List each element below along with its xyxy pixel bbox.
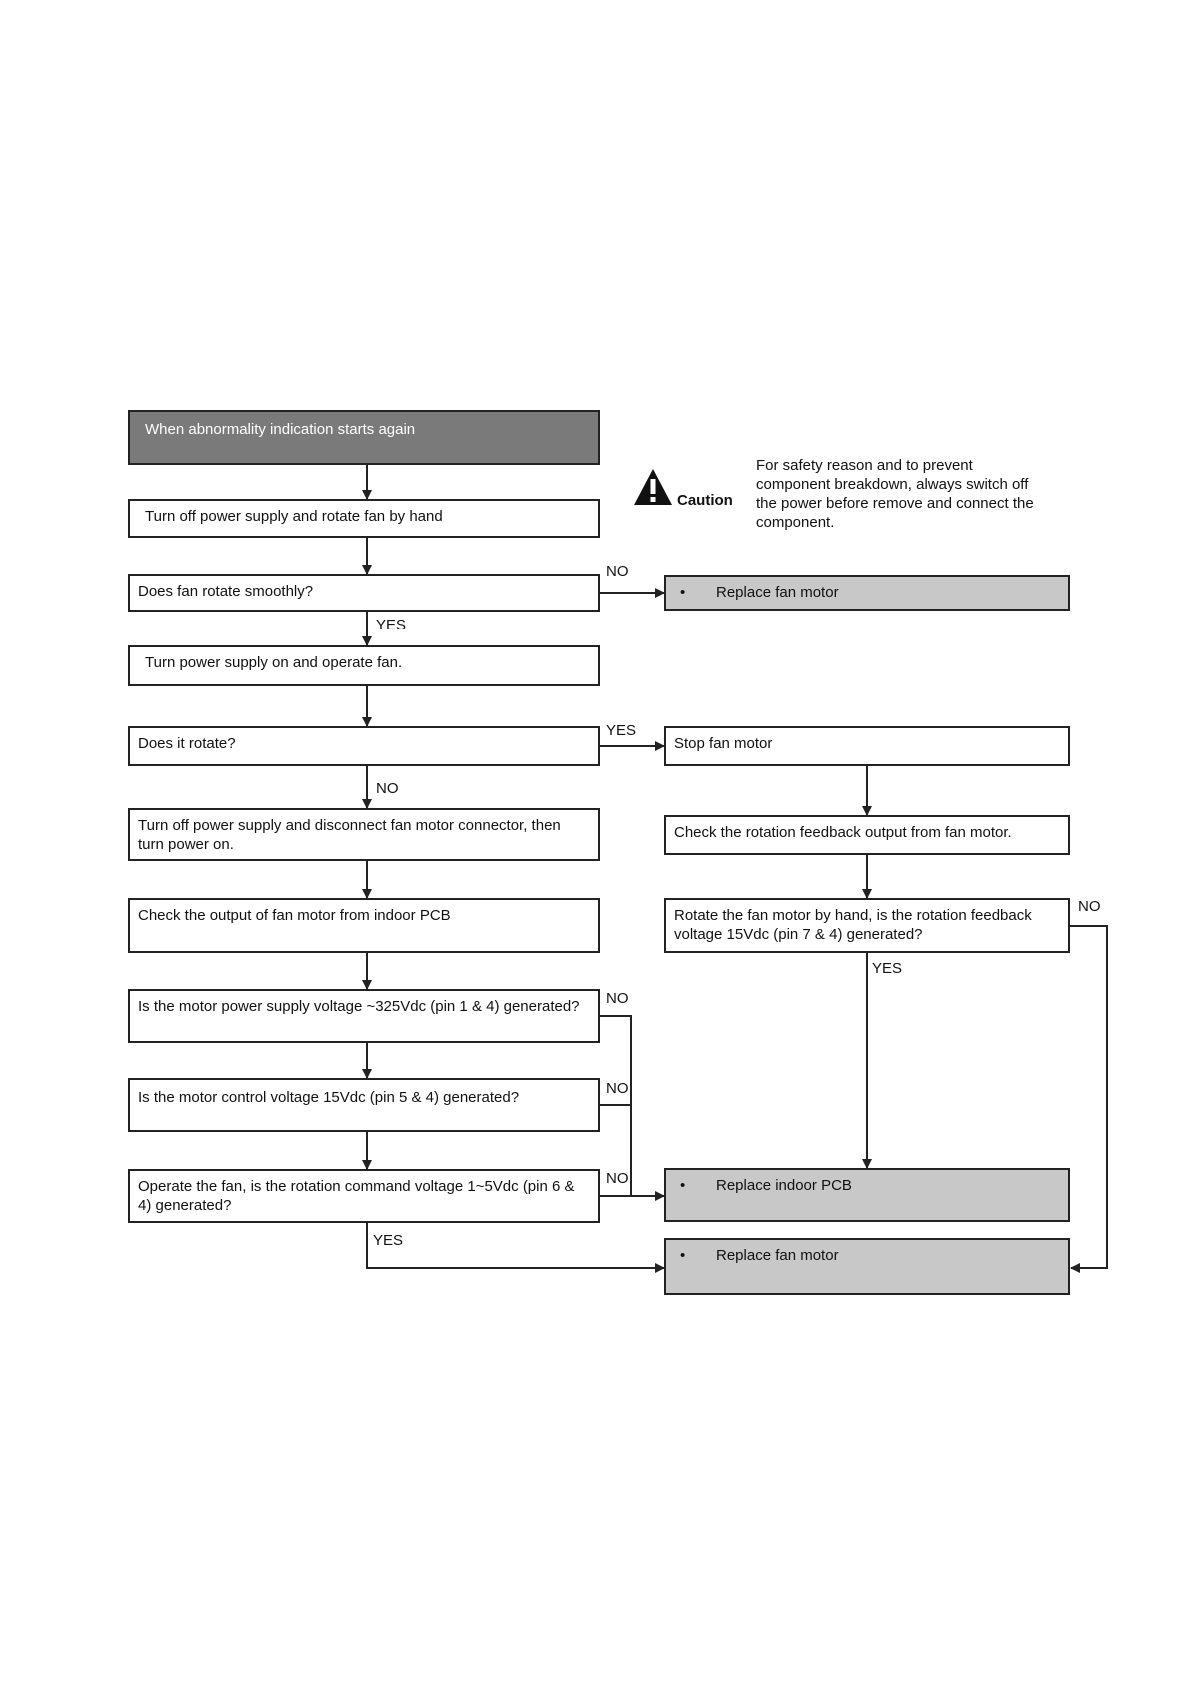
- decision-command-voltage: Operate the fan, is the rotation command…: [128, 1169, 600, 1223]
- step-power-on-operate: Turn power supply on and operate fan.: [128, 645, 600, 686]
- decision-does-it-rotate-text: Does it rotate?: [138, 735, 236, 752]
- step-power-on-operate-text: Turn power supply on and operate fan.: [145, 654, 403, 671]
- decision-rotate-smoothly: Does fan rotate smoothly?: [128, 574, 600, 612]
- label-no-q1: NO: [606, 563, 629, 580]
- label-yes-q5: YES: [373, 1232, 404, 1249]
- result-replace-fan-motor-bottom: • Replace fan motor: [664, 1238, 1070, 1295]
- decision-control-voltage: Is the motor control voltage 15Vdc (pin …: [128, 1078, 600, 1132]
- label-no-rq: NO: [1078, 898, 1101, 915]
- decision-feedback-voltage: Rotate the fan motor by hand, is the rot…: [664, 898, 1070, 953]
- label-yes-rq: YES: [872, 960, 903, 977]
- step-power-off-rotate: Turn off power supply and rotate fan by …: [128, 499, 600, 538]
- step-stop-fan-motor-text: Stop fan motor: [674, 735, 773, 752]
- arrow-q5-yes-to-motor: [366, 1223, 665, 1273]
- connector-q3-no: [600, 1015, 632, 1196]
- label-no-q4: NO: [606, 1080, 629, 1097]
- result-replace-fan-motor-top: • Replace fan motor: [664, 575, 1070, 611]
- caution-label: Caution: [677, 492, 733, 509]
- step-stop-fan-motor: Stop fan motor: [664, 726, 1070, 766]
- result-replace-fan-motor-bottom-text: Replace fan motor: [716, 1247, 839, 1264]
- step-check-pcb-output-text: Check the output of fan motor from indoo…: [138, 907, 451, 924]
- start-box: When abnormality indication starts again: [128, 410, 600, 465]
- decision-does-it-rotate: Does it rotate?: [128, 726, 600, 766]
- label-no-q2: NO: [376, 780, 399, 797]
- decision-power-supply-voltage: Is the motor power supply voltage ~325Vd…: [128, 989, 600, 1043]
- bullet-marker: •: [680, 584, 686, 601]
- label-yes-q1: YES: [376, 618, 407, 629]
- step-disconnect-connector-text: Turn off power supply and disconnect fan…: [138, 817, 561, 853]
- decision-command-voltage-text: Operate the fan, is the rotation command…: [138, 1178, 575, 1214]
- start-text: When abnormality indication starts again: [145, 421, 416, 438]
- label-no-q5: NO: [606, 1170, 629, 1187]
- decision-control-voltage-text: Is the motor control voltage 15Vdc (pin …: [138, 1089, 520, 1106]
- result-replace-indoor-pcb: • Replace indoor PCB: [664, 1168, 1070, 1222]
- step-disconnect-connector: Turn off power supply and disconnect fan…: [128, 808, 600, 861]
- result-replace-fan-motor-top-text: Replace fan motor: [716, 584, 839, 601]
- caution-text: For safety reason and to prevent compone…: [756, 457, 1034, 531]
- decision-rotate-smoothly-text: Does fan rotate smoothly?: [138, 583, 314, 600]
- step-check-feedback-text: Check the rotation feedback output from …: [674, 824, 1012, 841]
- arrow-rq-no-to-motor: [1070, 925, 1108, 1273]
- bullet-marker: •: [680, 1247, 686, 1264]
- step-check-pcb-output: Check the output of fan motor from indoo…: [128, 898, 600, 953]
- decision-feedback-voltage-text: Rotate the fan motor by hand, is the rot…: [674, 907, 1032, 943]
- warning-triangle-icon: [634, 469, 672, 505]
- decision-power-supply-voltage-text: Is the motor power supply voltage ~325Vd…: [138, 998, 580, 1015]
- label-yes-q2: YES: [606, 722, 637, 739]
- label-no-q3: NO: [606, 990, 629, 1007]
- step-power-off-rotate-text: Turn off power supply and rotate fan by …: [145, 508, 443, 525]
- step-check-feedback: Check the rotation feedback output from …: [664, 815, 1070, 855]
- bullet-marker: •: [680, 1177, 686, 1194]
- result-replace-indoor-pcb-text: Replace indoor PCB: [716, 1177, 852, 1194]
